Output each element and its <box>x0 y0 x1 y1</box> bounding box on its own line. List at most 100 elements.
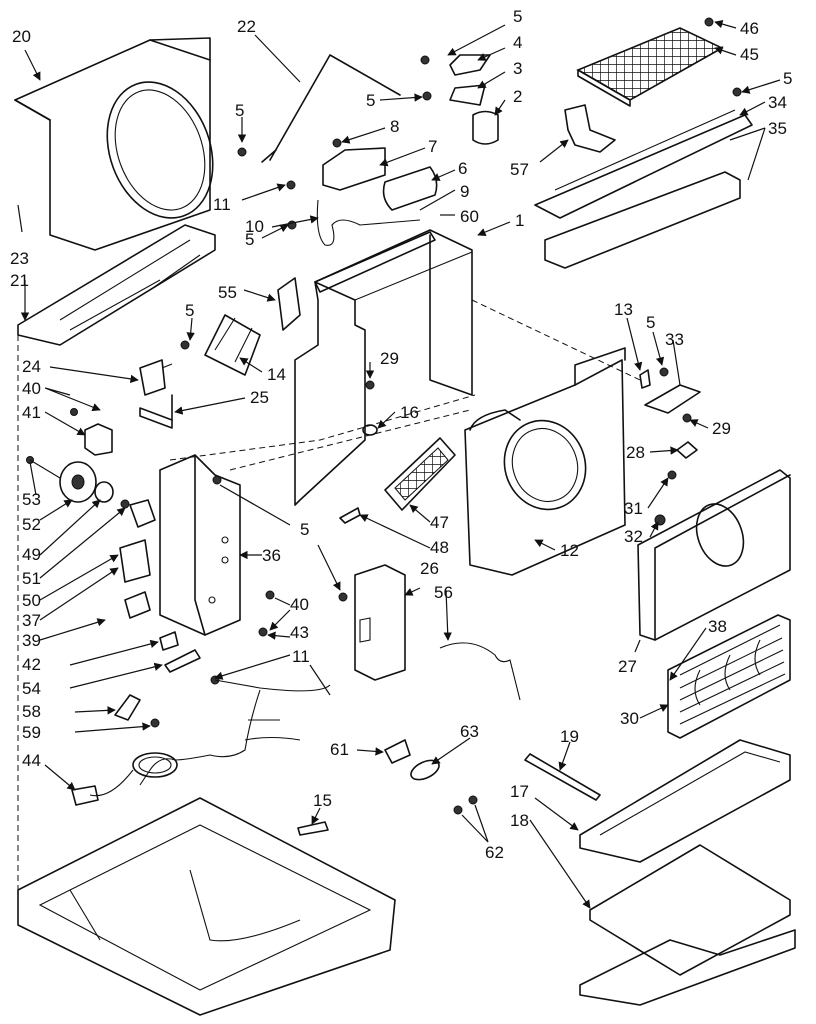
label-22: 22 <box>237 17 256 36</box>
label-10: 10 <box>245 217 264 236</box>
label-58: 58 <box>22 702 41 721</box>
part-35-panel <box>544 171 741 269</box>
label-48: 48 <box>430 538 449 557</box>
part-6-capacitor <box>382 166 438 211</box>
label-40: 40 <box>22 379 41 398</box>
label-38: 38 <box>708 617 727 636</box>
label-8: 8 <box>390 117 399 136</box>
part-3-clamp <box>449 84 486 106</box>
part-1-chassis <box>294 229 473 506</box>
label-9: 9 <box>460 182 469 201</box>
base-tray <box>17 797 396 1016</box>
part-18-base-pan <box>579 844 796 1006</box>
part-14-slide <box>204 314 261 376</box>
label-46: 46 <box>740 19 759 38</box>
part-44-power-cord <box>71 752 178 806</box>
label-42: 42 <box>22 655 41 674</box>
part-33-bracket <box>644 384 701 414</box>
part-54-strip <box>164 649 201 673</box>
label-11: 11 <box>213 195 231 214</box>
label-28: 28 <box>626 443 645 462</box>
leader-lines <box>17 20 781 909</box>
part-45-grille <box>576 27 724 107</box>
part-17-pan <box>579 739 791 863</box>
part-number-labels: 20 22 5 4 3 5 2 46 45 5 34 35 5 8 7 6 57… <box>10 7 792 862</box>
part-26-cover <box>354 564 406 681</box>
part-4-bracket <box>449 54 491 76</box>
label-14: 14 <box>267 365 286 384</box>
part-57-switch <box>564 104 616 153</box>
part-55-bracket <box>277 277 301 331</box>
part-27-frame <box>637 469 791 641</box>
label-13: 13 <box>614 300 633 319</box>
label-54: 54 <box>22 679 41 698</box>
label-1: 1 <box>515 211 524 230</box>
label-11: 11 <box>292 647 310 666</box>
part-16-grommet <box>362 424 378 436</box>
label-60: 60 <box>460 207 479 226</box>
label-21: 21 <box>10 271 29 290</box>
label-15: 15 <box>313 791 332 810</box>
part-61-terminal <box>384 739 411 764</box>
part-36-control-bracket <box>159 454 241 636</box>
part-56-wire <box>439 642 521 701</box>
label-7: 7 <box>428 137 437 156</box>
label-29: 29 <box>712 419 731 438</box>
part-10-wire <box>316 199 421 246</box>
part-15-clip <box>297 821 329 836</box>
label-41: 41 <box>22 403 41 422</box>
part-34-control-panel <box>534 109 753 219</box>
label-5: 5 <box>783 69 792 88</box>
label-5: 5 <box>513 7 522 26</box>
label-40: 40 <box>290 595 309 614</box>
label-32: 32 <box>624 527 643 546</box>
label-24: 24 <box>22 357 41 376</box>
label-17: 17 <box>510 782 529 801</box>
label-20: 20 <box>12 27 31 46</box>
label-43: 43 <box>290 623 309 642</box>
label-4: 4 <box>513 33 522 52</box>
label-5: 5 <box>300 520 309 539</box>
label-36: 36 <box>262 546 281 565</box>
cabinet-outline <box>17 299 641 900</box>
label-50: 50 <box>22 591 41 610</box>
label-29: 29 <box>380 349 399 368</box>
label-59: 59 <box>22 723 41 742</box>
part-28-clip <box>676 441 698 459</box>
label-47: 47 <box>430 513 449 532</box>
label-6: 6 <box>458 159 467 178</box>
screws <box>26 17 742 815</box>
part-58-switch <box>114 694 141 721</box>
part-19-tube <box>524 753 601 801</box>
label-35: 35 <box>768 119 787 138</box>
label-27: 27 <box>618 657 637 676</box>
label-16: 16 <box>400 403 419 422</box>
label-34: 34 <box>768 93 787 112</box>
label-25: 25 <box>250 388 269 407</box>
label-44: 44 <box>22 751 41 770</box>
part-13-clip <box>639 369 651 389</box>
label-61: 61 <box>330 740 349 759</box>
label-62: 62 <box>485 843 504 862</box>
part-2-capacitor <box>472 110 499 145</box>
label-18: 18 <box>510 811 529 830</box>
part-52-fan <box>29 459 97 503</box>
label-39: 39 <box>22 631 41 650</box>
label-57: 57 <box>510 160 529 179</box>
part-25-tube <box>139 394 173 429</box>
part-39-terminal <box>124 591 151 619</box>
part-51-knob <box>120 499 156 528</box>
label-63: 63 <box>460 722 479 741</box>
label-55: 55 <box>218 283 237 302</box>
part-30-coil <box>667 614 791 739</box>
label-52: 52 <box>22 515 41 534</box>
label-23: 23 <box>10 249 29 268</box>
label-5: 5 <box>245 230 254 249</box>
label-30: 30 <box>620 709 639 728</box>
part-41-bracket <box>84 423 113 456</box>
label-33: 33 <box>665 330 684 349</box>
label-2: 2 <box>513 87 522 106</box>
part-12-housing <box>464 347 626 576</box>
label-45: 45 <box>740 45 759 64</box>
label-5: 5 <box>366 91 375 110</box>
